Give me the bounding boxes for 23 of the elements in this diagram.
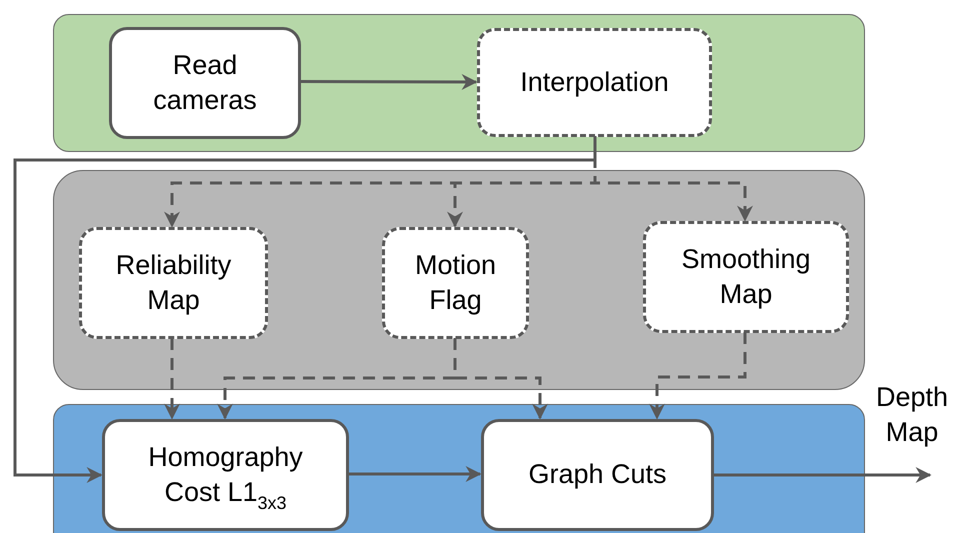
- box-label: Motion Flag: [414, 248, 498, 317]
- process-box: [79, 227, 268, 339]
- box-label: Reliability Map: [114, 248, 232, 317]
- process-box: [643, 221, 849, 333]
- process-box: [477, 28, 712, 137]
- arrow: [713, 467, 932, 483]
- box-label: Homography Cost L1$_{3x3}$: [147, 440, 304, 510]
- arrow: [164, 338, 180, 420]
- stage-band: [53, 404, 865, 533]
- stage-band: [53, 170, 865, 390]
- output-label: Depth Map: [874, 381, 950, 450]
- process-box: [481, 419, 714, 531]
- box-label: Graph Cuts: [528, 458, 667, 492]
- arrow: [649, 332, 746, 420]
- box-label: Interpolation: [520, 66, 669, 99]
- box-label: Smoothing Map: [680, 242, 812, 311]
- arrow: [348, 466, 482, 482]
- process-box: [109, 27, 301, 139]
- process-box: [102, 419, 349, 531]
- box-label: Read cameras: [152, 48, 258, 117]
- arrow: [300, 74, 478, 90]
- process-box: [382, 227, 529, 339]
- stage-band: [53, 14, 865, 152]
